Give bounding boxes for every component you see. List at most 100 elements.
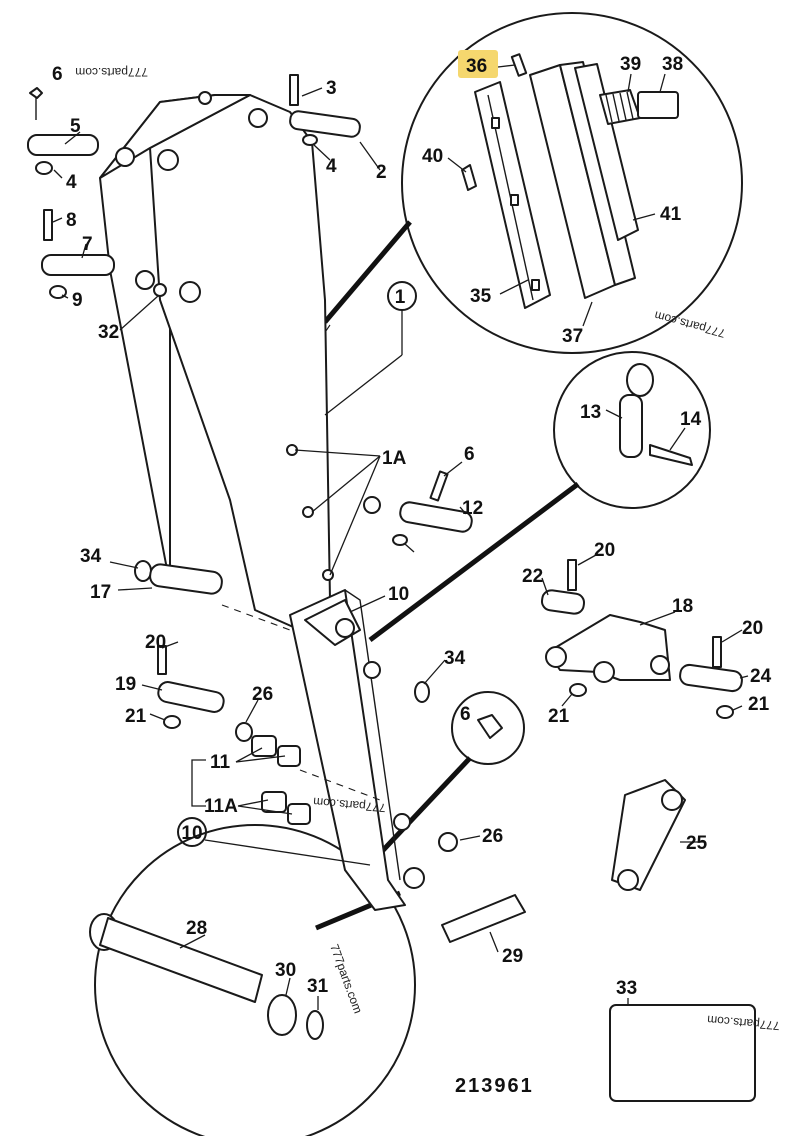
callout-20-a: 20 [594, 540, 615, 561]
callout-25: 25 [686, 833, 708, 854]
pin-5 [27, 134, 99, 156]
callout-20-c: 20 [145, 632, 166, 653]
nut-4-left [35, 161, 53, 175]
decal-33 [609, 1004, 756, 1102]
link-parts [441, 559, 743, 943]
bolt-20-right-b [712, 636, 722, 668]
top-parts [289, 74, 361, 146]
link-25-eye [661, 789, 683, 811]
watermark-2: 777parts.com [653, 308, 727, 340]
callout-28: 28 [186, 918, 207, 939]
watermark-4: 777parts.com [327, 942, 365, 1015]
leader-lines [52, 64, 749, 1010]
callout-1: 1 [395, 287, 406, 308]
boom-pivot-boss [157, 149, 179, 171]
callout-34-right: 34 [444, 648, 466, 669]
dipper-edge [344, 589, 401, 881]
pin-detail-circle [553, 351, 711, 509]
pin-13-ring [626, 363, 654, 397]
dipper-boss [393, 813, 411, 831]
dipper-end-boss [403, 867, 425, 889]
pin-7 [41, 254, 115, 276]
ref-circle-10 [177, 817, 207, 847]
callout-6-mid: 6 [464, 444, 475, 465]
boom-top-plate [99, 94, 251, 179]
detail-connector [323, 220, 412, 324]
callout-21-mid: 21 [548, 706, 570, 727]
bush-11a-a [261, 791, 287, 813]
pivot-pin-detail-circle [94, 824, 416, 1136]
washer-26-left [235, 722, 253, 742]
dipper-arm [99, 91, 425, 911]
plate-29 [441, 894, 526, 943]
callout-36: 36 [466, 56, 487, 77]
callout-2: 2 [376, 162, 387, 183]
grease-nipple-detail-circle [451, 691, 525, 765]
bolt-6-head [29, 87, 43, 99]
pin-28 [99, 917, 263, 1003]
nut-21-mid [569, 683, 587, 697]
pin-22 [540, 589, 586, 615]
pivot-pin-parts [89, 913, 324, 1040]
bolt-8 [43, 209, 53, 241]
callout-31: 31 [307, 976, 329, 997]
callout-26-left: 26 [252, 684, 273, 705]
nut-4-mid [392, 534, 408, 546]
pin-12 [399, 501, 473, 533]
callout-18: 18 [672, 596, 693, 617]
boom-front-plate [149, 94, 331, 631]
clip-40 [461, 164, 477, 191]
callout-11: 11 [210, 752, 231, 773]
callout-39: 39 [620, 54, 641, 75]
callout-6-left: 6 [52, 64, 63, 85]
callout-22: 22 [522, 566, 543, 587]
callout-7: 7 [82, 234, 93, 255]
callout-19: 19 [115, 674, 136, 695]
link-18-eye [650, 655, 670, 675]
callout-4-top: 4 [326, 156, 337, 177]
wear-pad-detail-circle [401, 12, 743, 354]
callout-32: 32 [98, 322, 119, 343]
callout-6-nipple: 6 [460, 704, 471, 725]
callout-35: 35 [470, 286, 492, 307]
clip-31 [306, 1010, 324, 1040]
washer-26-right [438, 832, 458, 852]
dipper-boss [363, 661, 381, 679]
pin-detail-parts [619, 363, 693, 466]
callout-34-left: 34 [80, 546, 102, 567]
callout-labels: 1 1A 2 3 4 4 5 6 6 6 7 8 9 10 10 11 11A … [52, 54, 772, 999]
callout-26-right: 26 [482, 826, 503, 847]
washer-30 [267, 994, 297, 1036]
boom-pivot-boss [198, 91, 212, 105]
left-parts [27, 87, 115, 299]
highlight-36 [458, 50, 498, 78]
callout-10-circle: 10 [181, 823, 202, 844]
callout-41: 41 [660, 204, 682, 225]
circlip-34-left [134, 560, 152, 582]
bolt-38 [637, 91, 679, 119]
wear-pad-slot [491, 117, 500, 129]
callout-20-b: 20 [742, 618, 763, 639]
detail-connector [370, 756, 472, 864]
clip-14 [649, 444, 693, 466]
screw-36 [510, 53, 528, 77]
callout-10: 10 [388, 584, 409, 605]
callout-1a: 1A [382, 448, 407, 469]
spacer-32 [153, 283, 167, 297]
boom-boss [363, 496, 381, 514]
link-18-eye [545, 646, 567, 668]
watermark-1: 777parts.com [75, 65, 148, 79]
callout-21-right: 21 [748, 694, 770, 715]
wear-pad-slot [510, 194, 519, 206]
wear-pad-slot [531, 279, 540, 291]
bolt-6-mid [429, 470, 449, 502]
callout-5: 5 [70, 116, 81, 137]
detail-connector [368, 482, 580, 642]
shim-41 [574, 63, 639, 241]
boom-cylinder-boss [179, 281, 201, 303]
callout-8: 8 [66, 210, 77, 231]
callout-38: 38 [662, 54, 683, 75]
middle-parts [134, 470, 503, 852]
watermark-5: 777parts.com [707, 1013, 781, 1033]
